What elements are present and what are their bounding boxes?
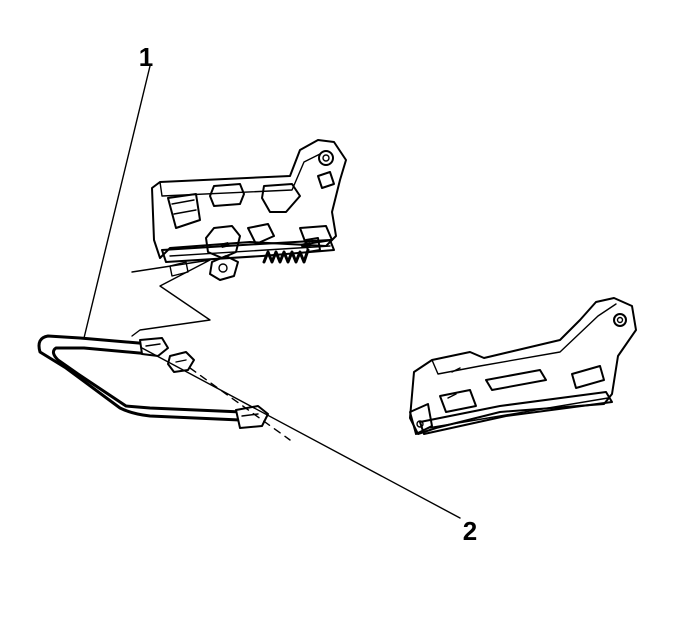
- leader-lines: [83, 65, 461, 519]
- fastener-tabs: [167, 351, 291, 441]
- callout-2: 2: [463, 516, 477, 546]
- towel-bar-illustration: [37, 334, 269, 429]
- break-line: [131, 259, 211, 337]
- callout-1: 1: [139, 42, 153, 72]
- upper-seat-adjuster-illustration: [151, 139, 347, 281]
- lower-seat-adjuster-illustration: [409, 297, 637, 435]
